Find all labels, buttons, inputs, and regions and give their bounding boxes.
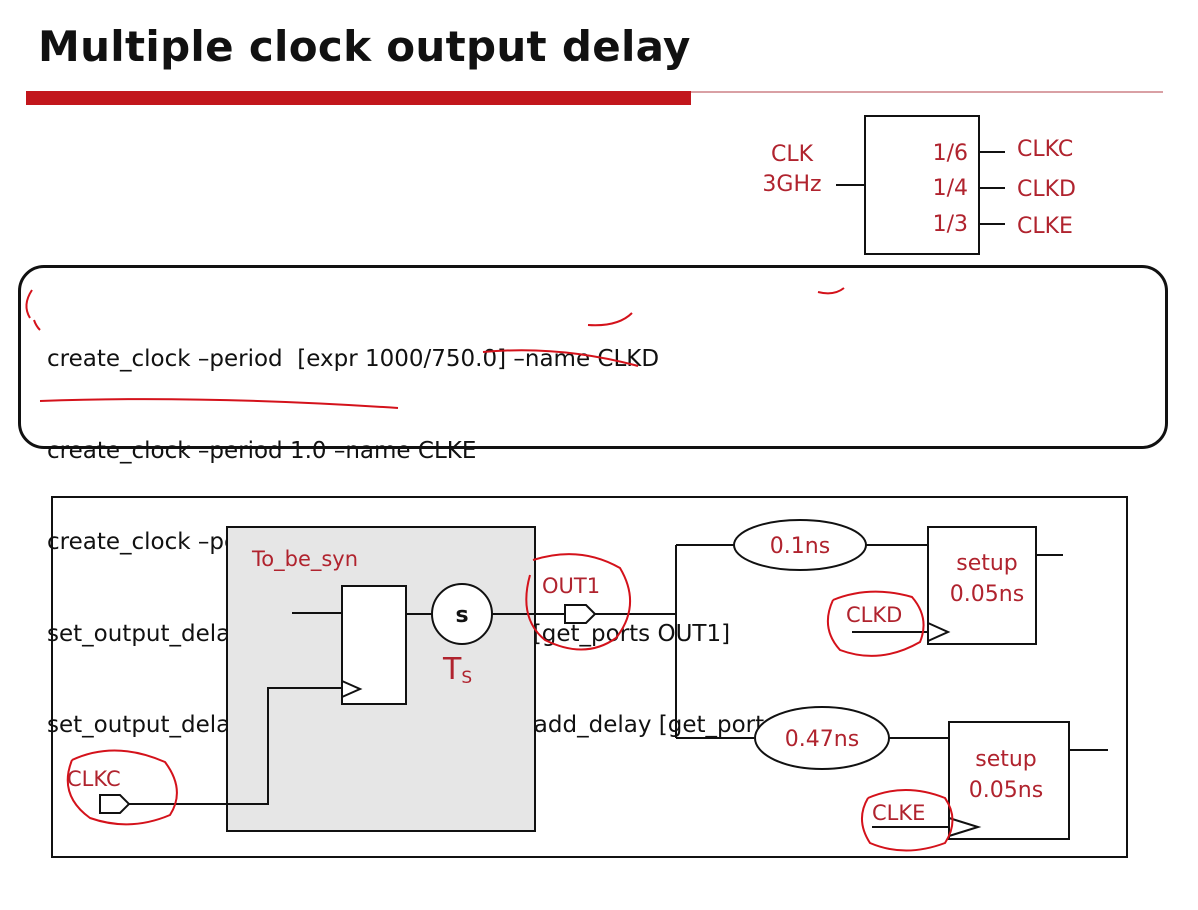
title-underline-thin	[691, 91, 1163, 93]
title-underline-red	[26, 91, 691, 105]
clkc-port-icon	[99, 794, 131, 814]
code-line-1: create_clock –period [expr 1000/750.0] –…	[47, 346, 660, 372]
capture-ff-top	[927, 526, 1037, 645]
annotation-out1-circle	[525, 553, 632, 651]
sdc-code-box	[18, 265, 1168, 449]
out1-port-icon	[564, 604, 597, 624]
out-clkd-label: CLKD	[1017, 177, 1076, 202]
annotation-clkc-circle	[66, 749, 178, 826]
to-be-syn-label: To_be_syn	[251, 547, 358, 572]
ratio-clkc: 1/6	[933, 141, 968, 166]
ff-bottom-setup-value: 0.05ns	[969, 778, 1043, 803]
ff-bottom-setup-label: setup	[975, 747, 1037, 772]
delay-top-label: 0.1ns	[770, 534, 830, 559]
capture-ff-top-clock-triangle	[927, 622, 951, 642]
internal-ff-clock-triangle	[341, 680, 363, 698]
delay-bottom-label: 0.47ns	[785, 727, 859, 752]
clk-label: CLK	[771, 142, 814, 167]
capture-ff-bottom	[948, 721, 1070, 840]
circuit-frame	[51, 496, 1128, 858]
ratio-clkd: 1/4	[933, 176, 968, 201]
page-title: Multiple clock output delay	[38, 22, 691, 71]
out-clke-label: CLKE	[1017, 214, 1073, 239]
ff-top-setup-value: 0.05ns	[950, 582, 1024, 607]
clk-freq-label: 3GHz	[762, 172, 821, 197]
internal-flip-flop	[341, 585, 407, 705]
ff-top-clock-label: CLKD	[846, 603, 902, 627]
annotation-clke-circle	[861, 789, 954, 852]
annotation-clkd-circle	[826, 590, 925, 657]
ratio-clke: 1/3	[933, 212, 968, 237]
ff-top-setup-label: setup	[956, 551, 1018, 576]
clkc-port-label: CLKC	[67, 767, 121, 791]
ff-bottom-clock-label: CLKE	[872, 801, 925, 825]
out-clkc-label: CLKC	[1017, 137, 1073, 162]
s-label: s	[455, 603, 468, 628]
ts-label: TS	[442, 652, 472, 688]
clkc-wire-path	[128, 687, 342, 805]
capture-ff-bottom-clock-triangle	[948, 817, 982, 837]
out1-label: OUT1	[542, 574, 600, 598]
code-line-2: create_clock –period 1.0 –name CLKE	[47, 437, 477, 464]
